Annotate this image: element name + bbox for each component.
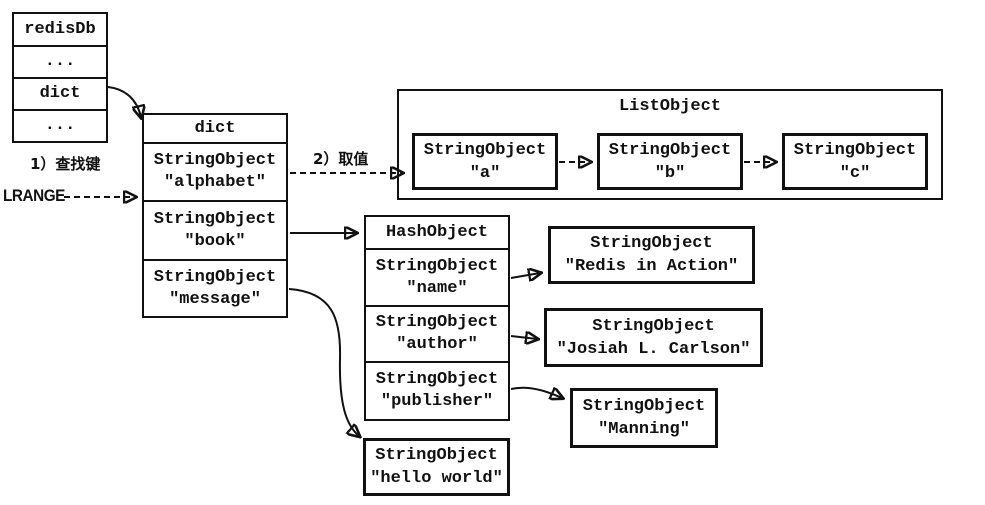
value-box-publisher: StringObject "Manning" [570,388,718,448]
ellipsis-label: ... [44,116,76,135]
list-item-b: StringObject "b" [597,133,743,190]
lrange-command-label: LRANGE [3,186,65,205]
list-object-title: ListObject [618,97,722,116]
arrow-publisher-to-value [510,386,562,398]
object-value-label: "alphabet" [163,173,267,192]
object-type-label: StringObject [592,316,715,336]
object-value-label: "c" [839,163,871,183]
dict-cell-message: StringObject "message" [142,259,288,318]
object-value-label: "book" [184,231,246,251]
arrow-author-to-value [510,336,537,339]
dict-cell-alphabet: StringObject "alphabet" [142,142,288,202]
hash-object-table: HashObject StringObject "name" StringObj… [364,215,510,421]
object-type-label: StringObject [153,267,277,287]
value-box-message: StringObject "hello world" [363,438,510,496]
dict-cell-book: StringObject "book" [142,200,288,261]
object-value-label: "author" [396,335,478,354]
step1-find-key-label: 1）查找键 [30,155,101,173]
object-type-label: StringObject [375,256,499,276]
object-type-label: StringObject [423,140,547,160]
dict-title-label: dict [194,118,236,138]
list-object-container: ListObject StringObject "a" StringObject… [397,89,943,200]
arrow-redisdb-dict-to-dict-table [107,86,141,117]
object-type-label: StringObject [793,140,917,160]
object-type-label: StringObject [582,397,706,416]
object-value-label: "message" [169,289,261,309]
list-item-c: StringObject "c" [782,133,928,190]
object-type-label: StringObject [153,209,277,229]
list-item-a: StringObject "a" [412,133,558,190]
value-box-author: StringObject "Josiah L. Carlson" [544,308,763,367]
hash-object-header: HashObject [364,215,510,250]
object-value-label: "Redis in Action" [564,257,739,276]
object-type-label: StringObject [375,370,499,389]
redisdb-row-dict: dict [12,77,108,111]
dict-table: dict StringObject "alphabet" StringObjec… [142,113,288,318]
object-value-label: "Josiah L. Carlson" [556,339,751,359]
hash-cell-author: StringObject "author" [364,305,510,363]
value-box-name: StringObject "Redis in Action" [548,226,755,284]
object-value-label: "hello world" [370,469,503,488]
redisdb-dict-label: dict [39,84,81,103]
redisdb-row-ellipsis-2: ... [12,109,108,143]
hash-cell-publisher: StringObject "publisher" [364,361,510,421]
object-value-label: "b" [654,163,686,183]
redisdb-header: redisDb [12,12,108,47]
object-value-label: "name" [406,278,468,298]
hash-cell-name: StringObject "name" [364,248,510,307]
hash-object-title-label: HashObject [385,222,489,242]
object-value-label: "publisher" [380,392,494,411]
arrow-message-to-value [288,288,359,436]
dict-header: dict [142,113,288,144]
object-type-label: StringObject [375,313,499,332]
object-value-label: "Manning" [598,420,690,439]
object-type-label: StringObject [153,151,277,170]
arrow-name-to-value [510,273,540,278]
object-type-label: StringObject [608,140,732,160]
object-type-label: StringObject [590,234,713,253]
redisdb-header-label: redisDb [24,19,96,39]
ellipsis-label: ... [44,52,76,71]
redisdb-table: redisDb ... dict ... [12,12,108,143]
object-type-label: StringObject [375,446,498,465]
redisdb-row-ellipsis-1: ... [12,45,108,79]
object-value-label: "a" [469,163,501,183]
step2-get-value-label: 2）取值 [313,150,369,168]
